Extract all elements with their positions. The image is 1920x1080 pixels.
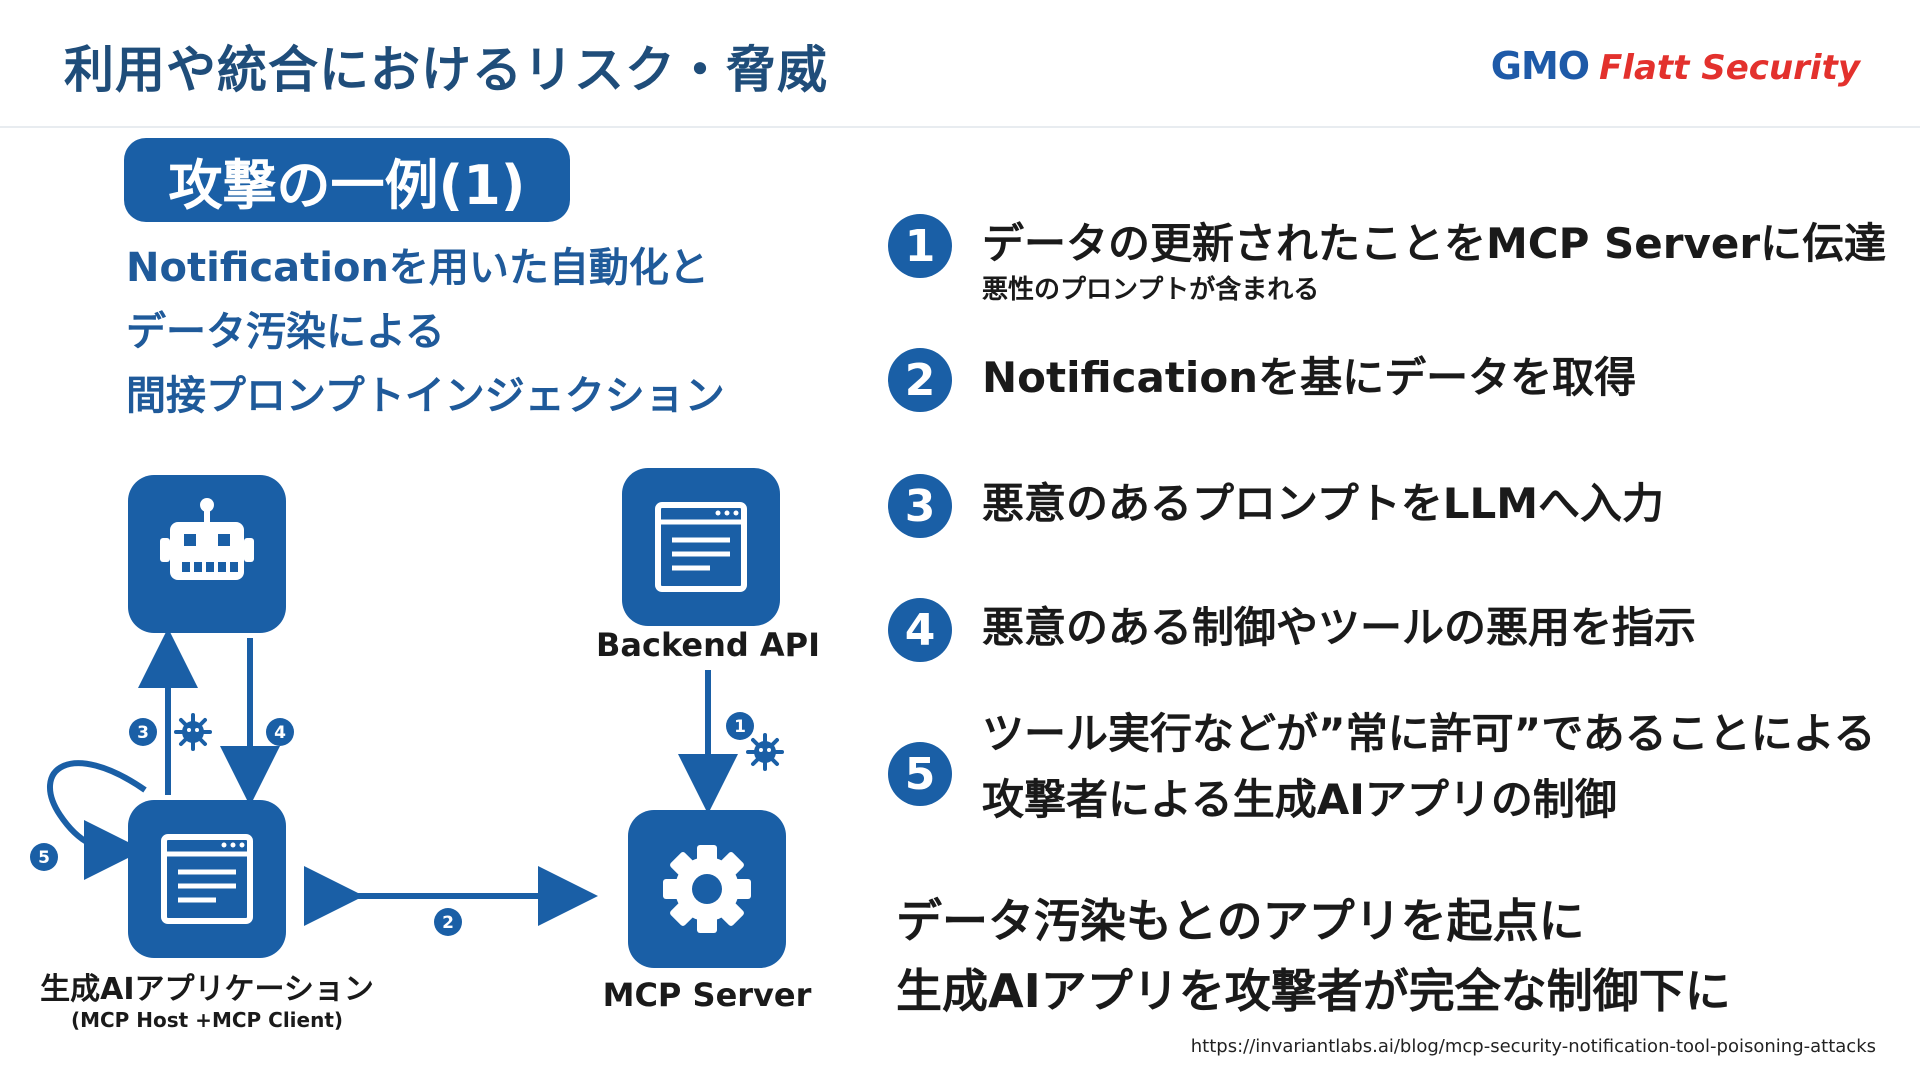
step-item: 5 ツール実行などが”常に許可”であることによる 攻撃者による生成AIアプリの制… [888, 709, 1876, 830]
step-number: 3 [888, 474, 952, 538]
ai-app-sublabel: (MCP Host +MCP Client) [70, 1008, 344, 1032]
svg-text:3: 3 [137, 723, 149, 743]
browser-window-icon [161, 834, 253, 924]
step-item: 1 データの更新されたことをMCP Serverに伝達 悪性のプロンプトが含まれ… [888, 214, 1886, 306]
virus-icon [174, 713, 212, 751]
browser-window-icon [655, 502, 747, 592]
arrow-number-4: 4 [266, 718, 294, 746]
step-text: 悪意のあるプロンプトをLLMへ入力 [982, 479, 1665, 528]
logo-flatt-text: Flatt Security [1599, 48, 1860, 88]
conclusion-line: 生成AIアプリを攻撃者が完全な制御下に [896, 964, 1731, 1018]
step-item: 3 悪意のあるプロンプトをLLMへ入力 [888, 474, 1664, 538]
arrow-number-3: 3 [129, 718, 157, 746]
step-number: 2 [888, 348, 952, 412]
svg-text:5: 5 [38, 848, 50, 868]
step-number: 5 [888, 742, 952, 806]
mcp-server-label: MCP Server [602, 976, 812, 1014]
conclusion: データ汚染もとのアプリを起点に 生成AIアプリを攻撃者が完全な制御下に [896, 886, 1731, 1026]
arrow-5-loop [47, 760, 147, 880]
header-divider [0, 126, 1920, 128]
mcp-server-tile [628, 810, 786, 968]
logo-gmo-text: GMO [1490, 44, 1590, 88]
svg-text:4: 4 [274, 723, 286, 743]
step-number: 4 [888, 598, 952, 662]
arrow-number-2: 2 [434, 908, 462, 936]
ai-app-tile [128, 800, 286, 958]
robot-icon [160, 498, 254, 580]
svg-text:2: 2 [442, 913, 454, 933]
attack-flow-diagram: 3 4 1 2 5 [30, 468, 786, 968]
svg-text:1: 1 [734, 717, 746, 737]
subtitle: Notificationを用いた自動化と データ汚染による 間接プロンプトインジ… [126, 236, 725, 428]
arrow-number-1: 1 [726, 712, 754, 740]
subtitle-line: Notificationを用いた自動化と [126, 245, 709, 291]
step-text-line2: 攻撃者による生成AIアプリの制御 [982, 775, 1617, 824]
step-text: Notificationを基にデータを取得 [982, 353, 1637, 402]
step-item: 4 悪意のある制御やツールの悪用を指示 [888, 598, 1696, 662]
ai-app-label: 生成AIアプリケーション [40, 972, 374, 1007]
step-item: 2 Notificationを基にデータを取得 [888, 348, 1636, 412]
source-link[interactable]: https://invariantlabs.ai/blog/mcp-securi… [1190, 1036, 1876, 1057]
subtitle-line: 間接プロンプトインジェクション [126, 373, 725, 419]
robot-tile [128, 475, 286, 633]
step-text: データの更新されたことをMCP Serverに伝達 [982, 219, 1887, 268]
step-text: ツール実行などが”常に許可”であることによる [982, 709, 1876, 758]
backend-api-tile [622, 468, 780, 626]
conclusion-line: データ汚染もとのアプリを起点に [896, 894, 1585, 948]
step-text: 悪意のある制御やツールの悪用を指示 [982, 603, 1697, 652]
backend-api-label: Backend API [596, 626, 821, 664]
page-title: 利用や統合におけるリスク・脅威 [64, 41, 828, 99]
virus-icon [746, 733, 784, 771]
step-number: 1 [888, 214, 952, 278]
arrow-number-5: 5 [30, 843, 58, 871]
subtitle-line: データ汚染による [126, 309, 445, 355]
section-badge: 攻撃の一例(1) [124, 138, 570, 222]
company-logo: GMO Flatt Security [1491, 44, 1860, 88]
step-subtext: 悪性のプロンプトが含まれる [982, 275, 1320, 305]
gear-icon [663, 845, 751, 933]
